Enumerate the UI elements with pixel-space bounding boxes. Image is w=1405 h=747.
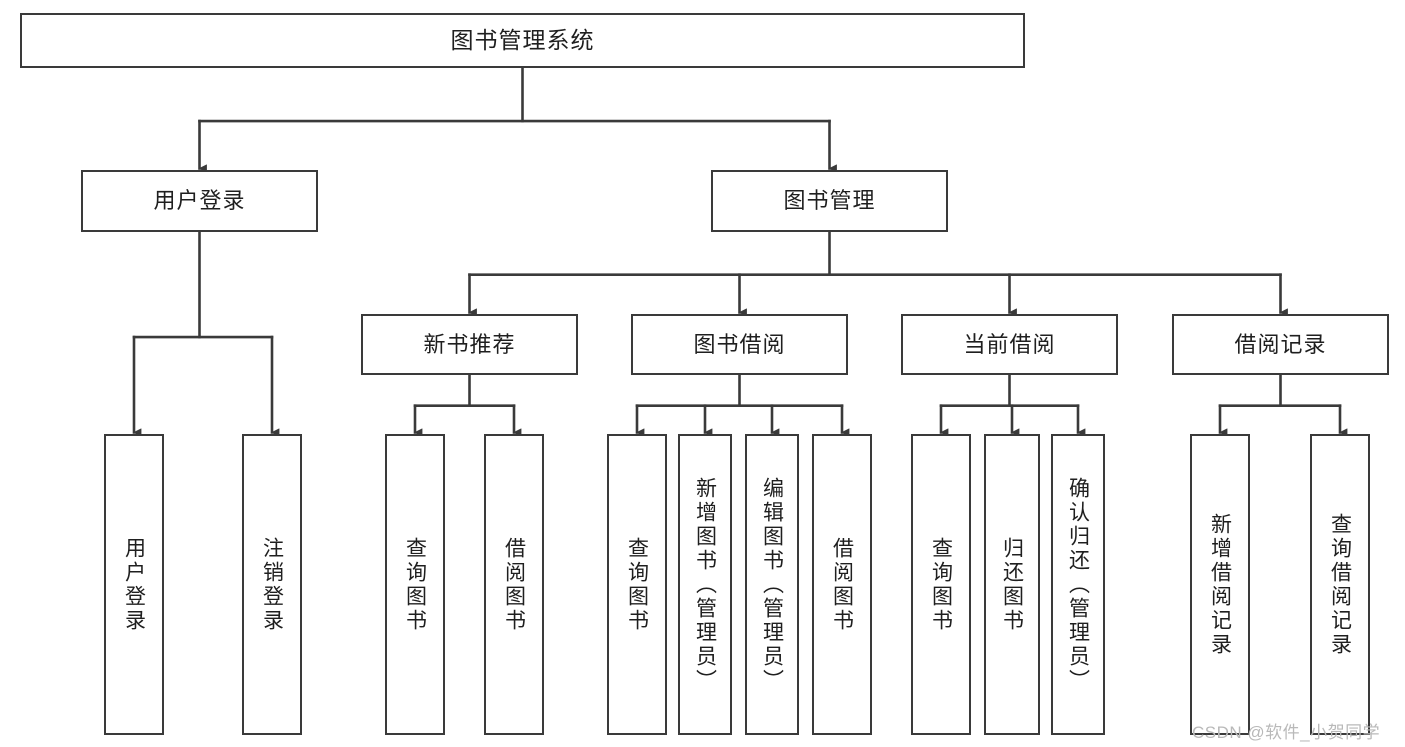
node-user-login[interactable]: 用户登录 (81, 170, 318, 232)
node-book-borrow-label: 图书借阅 (693, 331, 786, 357)
node-leaf-borrow-edit-book[interactable]: 编辑图书（管理员） (745, 434, 799, 735)
node-leaf-user-logout-label: 注销登录 (260, 536, 284, 633)
node-new-book-rec[interactable]: 新书推荐 (361, 314, 578, 375)
node-leaf-record-add-label: 新增借阅记录 (1208, 512, 1232, 657)
node-leaf-record-add[interactable]: 新增借阅记录 (1190, 434, 1250, 735)
node-current-borrow-label: 当前借阅 (963, 331, 1056, 357)
node-leaf-current-return-book[interactable]: 归还图书 (984, 434, 1040, 735)
node-book-manage-label: 图书管理 (783, 188, 876, 214)
node-leaf-current-confirm-return-label: 确认归还（管理员） (1066, 476, 1090, 693)
node-leaf-rec-query-book[interactable]: 查询图书 (385, 434, 445, 735)
node-leaf-user-login[interactable]: 用户登录 (104, 434, 164, 735)
node-leaf-current-return-book-label: 归还图书 (1000, 536, 1024, 633)
node-leaf-rec-borrow-book[interactable]: 借阅图书 (484, 434, 544, 735)
node-book-manage[interactable]: 图书管理 (711, 170, 948, 232)
node-leaf-current-confirm-return[interactable]: 确认归还（管理员） (1051, 434, 1105, 735)
node-user-login-label: 用户登录 (153, 188, 246, 214)
node-leaf-rec-query-book-label: 查询图书 (403, 536, 427, 633)
node-leaf-current-query-book[interactable]: 查询图书 (911, 434, 971, 735)
node-root[interactable]: 图书管理系统 (20, 13, 1025, 68)
node-leaf-borrow-add-book-label: 新增图书（管理员） (693, 476, 717, 693)
node-leaf-record-query-label: 查询借阅记录 (1328, 512, 1352, 657)
node-leaf-user-logout[interactable]: 注销登录 (242, 434, 302, 735)
node-borrow-record[interactable]: 借阅记录 (1172, 314, 1389, 375)
node-leaf-borrow-query-book-label: 查询图书 (625, 536, 649, 633)
node-leaf-borrow-borrow-book[interactable]: 借阅图书 (812, 434, 872, 735)
node-leaf-borrow-add-book[interactable]: 新增图书（管理员） (678, 434, 732, 735)
node-leaf-rec-borrow-book-label: 借阅图书 (502, 536, 526, 633)
node-borrow-record-label: 借阅记录 (1234, 331, 1327, 357)
node-new-book-rec-label: 新书推荐 (423, 331, 516, 357)
node-leaf-borrow-borrow-book-label: 借阅图书 (830, 536, 854, 633)
node-leaf-record-query[interactable]: 查询借阅记录 (1310, 434, 1370, 735)
node-current-borrow[interactable]: 当前借阅 (901, 314, 1118, 375)
node-leaf-current-query-book-label: 查询图书 (929, 536, 953, 633)
node-leaf-user-login-label: 用户登录 (122, 536, 146, 633)
node-leaf-borrow-edit-book-label: 编辑图书（管理员） (760, 476, 784, 693)
node-leaf-borrow-query-book[interactable]: 查询图书 (607, 434, 667, 735)
node-book-borrow[interactable]: 图书借阅 (631, 314, 848, 375)
node-root-label: 图书管理系统 (450, 27, 595, 54)
